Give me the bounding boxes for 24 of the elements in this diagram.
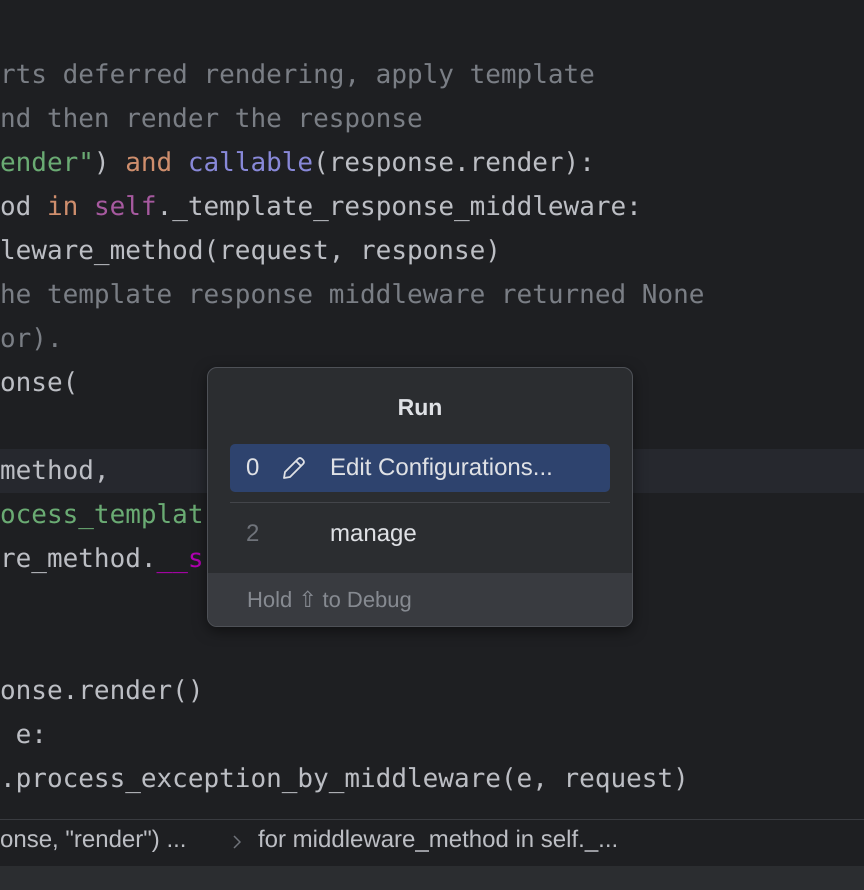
code-line: onse.render() [0,676,204,706]
popup-title: Run [396,394,444,421]
code-line: ender") and callable(response.render): [0,148,595,178]
code-line: or). [0,324,63,354]
code-line: od in self._template_response_middleware: [0,192,642,222]
breadcrumb-item: for middleware_method in self._... [258,826,618,854]
code-line: ocess_templat [0,500,204,530]
code-line: onse( [0,368,78,398]
code-line: method, [0,456,110,486]
code-line: .process_exception_by_middleware(e, request) [0,764,689,794]
shortcut-number: 0 [246,454,260,482]
footer-hint: Hold ⇧ to Debug [208,573,632,626]
shortcut-number: 2 [246,520,260,548]
code-line: rts deferred rendering, apply template [0,60,595,90]
menu-item-label: manage [330,520,417,548]
breadcrumb-item: onse, "render") ... [0,826,186,854]
popup-menu [207,367,633,627]
code-line: nd then render the response [0,104,423,134]
menu-item [230,444,610,492]
code-line: re_method.__s [0,544,204,574]
menu-item-label: Edit Configurations... [330,454,553,482]
code-line: he template response middleware returned None [0,280,704,310]
code-line: e: [14,720,47,750]
code-line: leware_method(request, response) [0,236,501,266]
